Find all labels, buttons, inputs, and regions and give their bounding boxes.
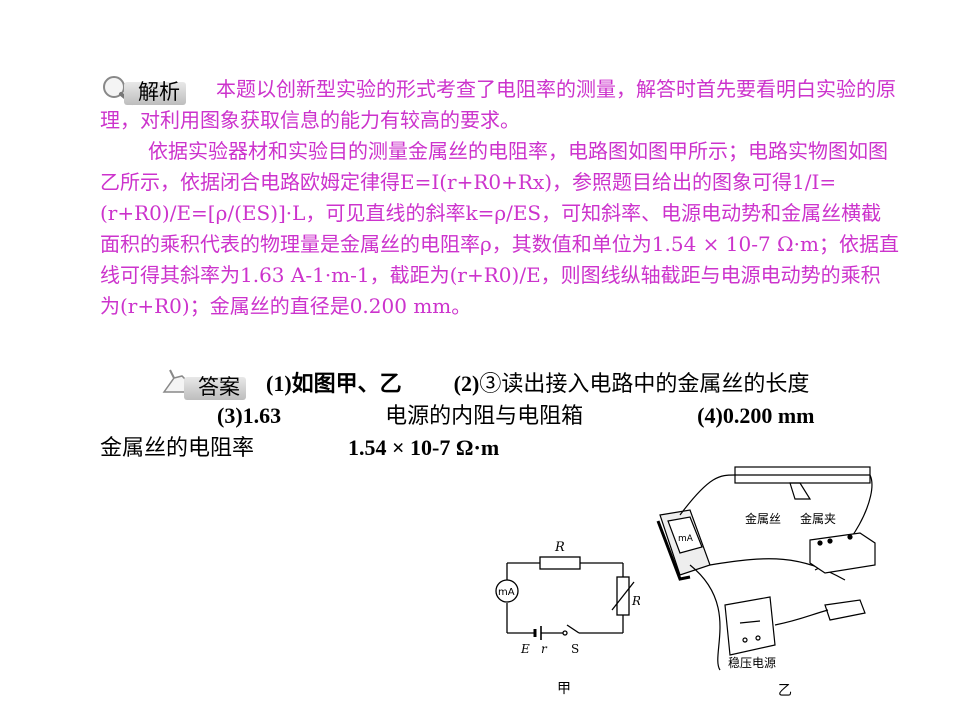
label-Rx: Rx <box>631 594 640 608</box>
analysis-para-1: 解析 本题以创新型实验的形式考查了电阻率的测量，解答时首先要看明白实验的原理，对… <box>100 74 900 136</box>
figure-jia: R mA Rx E r S 甲 <box>495 535 648 709</box>
analysis-tag: 解析 <box>100 76 186 105</box>
answer-4-value: 1.54 × 10-7 Ω·m <box>348 435 500 460</box>
analysis-para-2: 依据实验器材和实验目的测量金属丝的电阻率，电路图如图甲所示；电路实物图如图乙所示… <box>100 139 899 318</box>
label-E: E <box>520 642 530 656</box>
caption-yi: 乙 <box>778 683 792 699</box>
answer-1: (1)如图甲、乙 <box>266 371 402 396</box>
label-S: S <box>571 642 579 656</box>
circuit-schematic: R mA Rx E r S 甲 <box>495 540 648 697</box>
analysis-text-1: 本题以创新型实验的形式考查了电阻率的测量，解答时首先要看明白实验的原理，对利用图… <box>100 77 896 132</box>
answer-2-num: (2) <box>453 371 480 396</box>
answer-tag: 答案 <box>160 369 246 400</box>
label-mA: mA <box>498 587 515 598</box>
answer-3-text: 电源的内阻与电阻箱 <box>385 404 584 429</box>
resistor-R <box>539 556 581 570</box>
label-supply: 稳压电源 <box>728 655 776 670</box>
answer-4-text: 金属丝的电阻率 <box>100 436 255 461</box>
metal-clip <box>789 482 812 500</box>
answer-3-num: (3)1.63 <box>217 403 282 428</box>
analysis-section: 解析 本题以创新型实验的形式考查了电阻率的测量，解答时首先要看明白实验的原理，对… <box>100 74 900 322</box>
label-r: r <box>541 642 548 656</box>
power-supply <box>724 596 776 656</box>
figure-yi: 金属丝 金属夹 mA 稳压电源 乙 <box>650 455 880 709</box>
label-R: R <box>554 540 565 555</box>
answer-4-num: (4)0.200 mm <box>697 403 815 428</box>
answer-line-1: 答案 (1)如图甲、乙 (2)③读出接入电路中的金属丝的长度 <box>100 368 900 400</box>
answer-line-3: 金属丝的电阻率 1.54 × 10-7 Ω·m <box>100 432 900 464</box>
answer-section: 答案 (1)如图甲、乙 (2)③读出接入电路中的金属丝的长度 (3)1.63 电… <box>100 368 900 464</box>
label-wire: 金属丝 <box>745 511 781 526</box>
circuit-photo-sketch: 金属丝 金属夹 mA 稳压电源 乙 <box>656 466 876 699</box>
label-clip: 金属夹 <box>800 511 836 526</box>
caption-jia: 甲 <box>557 681 571 697</box>
switch-board <box>809 532 876 574</box>
answer-line-2: (3)1.63 电源的内阻与电阻箱 (4)0.200 mm <box>100 400 900 432</box>
label-meter-mA: mA <box>678 534 694 544</box>
answer-2-text: ③读出接入电路中的金属丝的长度 <box>479 372 810 397</box>
